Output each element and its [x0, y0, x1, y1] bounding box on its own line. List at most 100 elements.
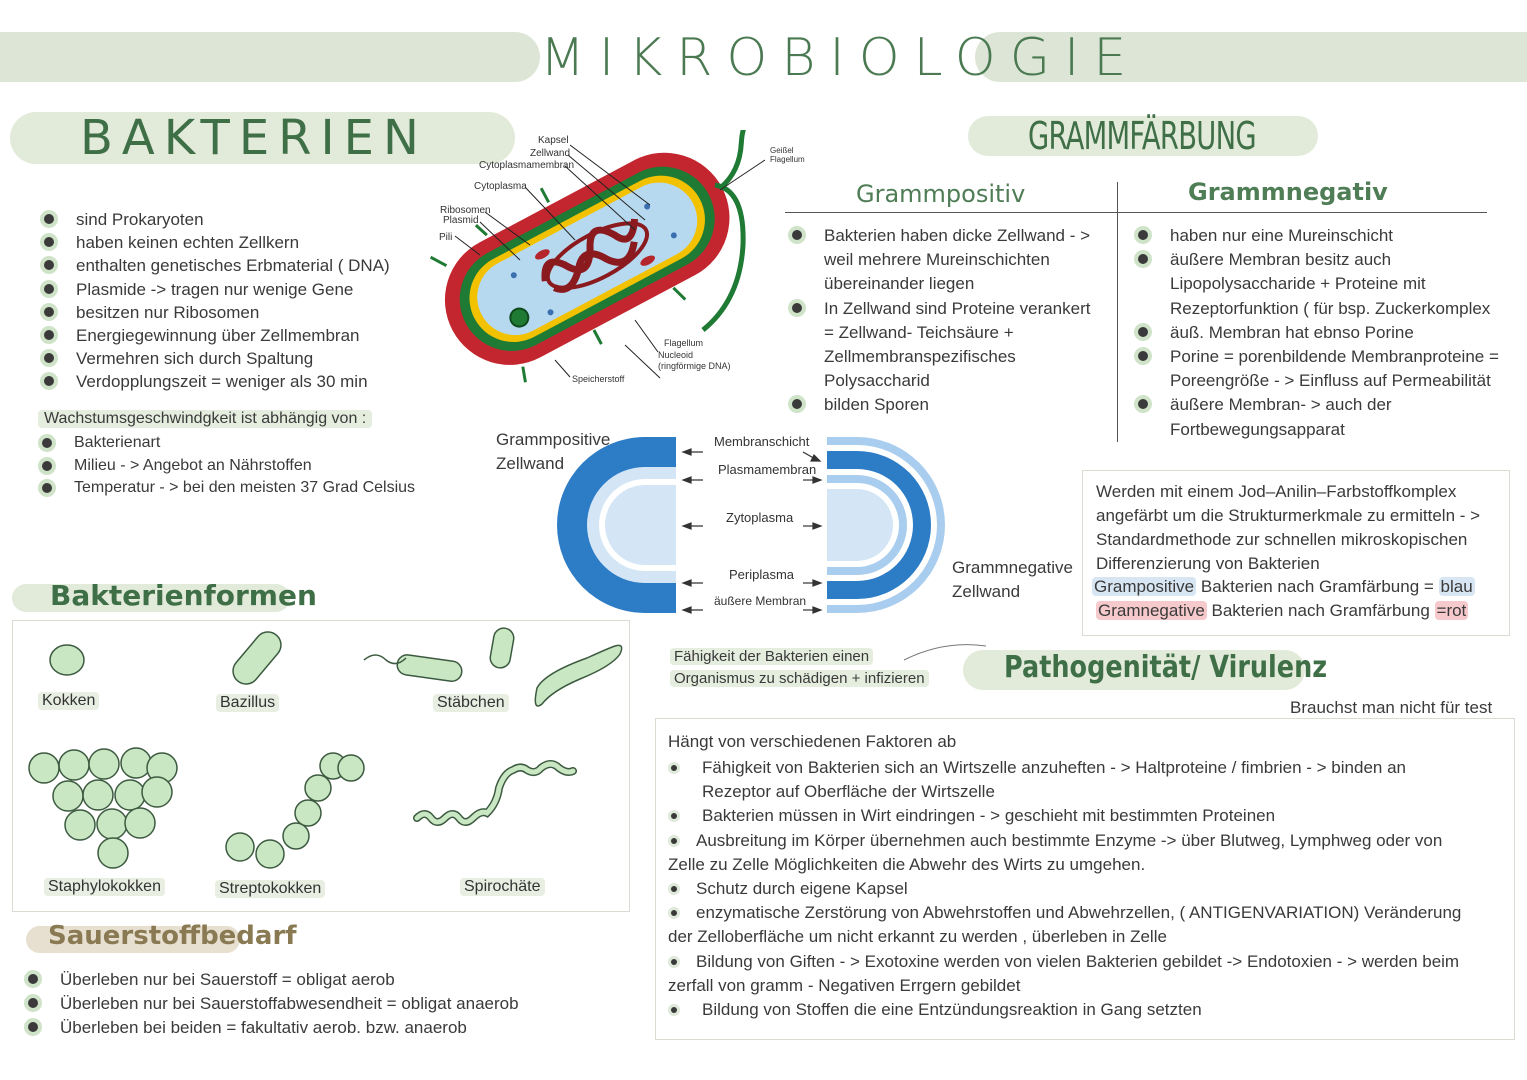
- pathogen-line-text: Zelle zu Zelle Möglichkeiten die Abwehr …: [668, 854, 1146, 874]
- grampositiv-term: Grampositive: [1092, 577, 1197, 596]
- grampositiv-result: Grampositive Bakterien nach Gramfärbung …: [1092, 577, 1475, 597]
- grammpositiv-heading: Grammpositiv: [856, 180, 1026, 208]
- label-zellwand: Zellwand: [530, 148, 571, 159]
- bullet-dot: [1138, 399, 1148, 410]
- wachstum-heading: Wachstumsgeschwindgkeit ist abhängig von…: [38, 410, 373, 428]
- sauerstoff-text: Überleben nur bei Sauerstoffabwesendheit…: [60, 994, 519, 1013]
- bullet-dot: [44, 283, 54, 294]
- pathogen-line: Rezeptor auf Oberfläche der Wirtszelle: [668, 780, 1461, 804]
- pathogen-line: Bildung von Giften - > Exotoxine werden …: [668, 950, 1461, 974]
- formen-box: [12, 620, 630, 912]
- bacterium-cell-diagram: [429, 130, 766, 383]
- grammnegativ-line: Rezeptorfunktion ( für bsp. Zuckerkomple…: [1134, 297, 1499, 321]
- gramnegativ-term: Gramnegative: [1096, 601, 1207, 620]
- gramnegativ-result-text: Bakterien nach Gramfärbung: [1206, 601, 1435, 620]
- grammnegativ-text: äußere Membran besitz auch: [1170, 250, 1392, 270]
- bakterien-header-pill: [10, 112, 515, 164]
- grammnegativ-list: haben nur eine Mureinschicht äußere Membr…: [1134, 224, 1499, 442]
- label-kapsel: Kapsel: [538, 135, 569, 146]
- pathogen-line-text: enzymatische Zerstörung von Abwehrstoffe…: [696, 903, 1462, 923]
- grammnegativ-text: haben nur eine Mureinschicht: [1170, 226, 1394, 245]
- title-band-left: [0, 32, 540, 82]
- grammpositiv-line: übereinander liegen: [788, 272, 1090, 296]
- formen-header-pill: [12, 584, 290, 612]
- bakterien-text: sind Prokaryoten: [76, 210, 204, 229]
- bakterien-item: haben keinen echten Zellkern: [40, 231, 390, 254]
- label-plasmid: Plasmid: [443, 215, 479, 226]
- gp-wall-label-1: Grammpositive: [496, 430, 611, 449]
- grammpositiv-line: = Zellwand- Teichsäure +: [788, 321, 1090, 345]
- sauerstoff-heading: Sauerstoffbedarf: [48, 921, 297, 951]
- blau-term: blau: [1438, 577, 1475, 596]
- pathogen-lines: Fähigkeit von Bakterien sich an Wirtszel…: [668, 756, 1461, 1022]
- wachstum-item: Bakterienart: [38, 432, 415, 455]
- cell-wall-diagram: [557, 437, 945, 614]
- label-ringfoermige-dna: (ringförmige DNA): [658, 361, 731, 371]
- gramnegativ-result: Gramnegative Bakterien nach Gramfärbung …: [1096, 601, 1469, 621]
- bullet-dot: [671, 765, 677, 771]
- title-band-right: [975, 32, 1527, 82]
- gramm-info-line: Differenzierung von Bakterien: [1096, 554, 1320, 573]
- pathogen-line: Zelle zu Zelle Möglichkeiten die Abwehr …: [668, 853, 1461, 877]
- grammpositiv-text: weil mehrere Mureinschichten: [824, 250, 1050, 270]
- gramm-divider-horizontal: [785, 212, 1487, 213]
- grammnegativ-line: äußere Membran besitz auch: [1134, 248, 1499, 272]
- label-staebchen: Stäbchen: [433, 694, 509, 712]
- bakterien-item: Energiegewinnung über Zellmembran: [40, 324, 390, 347]
- pathogen-line: Bakterien müssen in Wirt eindringen - > …: [668, 804, 1461, 828]
- grammpositiv-text: = Zellwand- Teichsäure +: [824, 322, 1014, 342]
- pathogen-line-text: der Zelloberfläche um nicht erkannt zu w…: [668, 927, 1167, 947]
- bakterien-text: Energiegewinnung über Zellmembran: [76, 326, 360, 346]
- bakterien-item: sind Prokaryoten: [40, 208, 390, 231]
- bullet-dot: [44, 376, 54, 387]
- grammpositiv-line: bilden Sporen: [788, 393, 1090, 417]
- pathogen-definition-2: Organismus zu schädigen + infizieren: [670, 670, 929, 687]
- pathogen-line-text: zerfall von gramm - Negativen Errgern ge…: [668, 975, 1021, 995]
- grampositiv-result-text: Bakterien nach Gramfärbung =: [1196, 577, 1439, 596]
- wall-layer-label: äußere Membran: [714, 594, 807, 608]
- bakterien-item: enthalten genetisches Erbmaterial ( DNA): [40, 254, 390, 277]
- grammnegativ-line: Porine = porenbildende Membranproteine =: [1134, 345, 1499, 369]
- wall-layer-label: Membranschicht: [714, 434, 810, 449]
- grammnegativ-heading: Grammnegativ: [1188, 178, 1388, 206]
- bullet-dot: [44, 353, 54, 364]
- bazillus-shape: [232, 631, 282, 685]
- grammpositiv-line: Zellmembranspezifisches: [788, 345, 1090, 369]
- gramm-divider-vertical: [1117, 182, 1118, 442]
- bakterien-item: Vermehren sich durch Spaltung: [40, 347, 390, 370]
- bullet-dot: [1138, 254, 1148, 265]
- label-flagellum: Flagellum: [664, 338, 704, 348]
- wall-layer-label: Periplasma: [729, 567, 795, 582]
- pathogen-line-text: Schutz durch eigene Kapsel: [696, 879, 908, 899]
- grammnegativ-text: Poreengröße - > Einfluss auf Permeabilit…: [1170, 371, 1491, 391]
- grammpositiv-text: Polysaccharid: [824, 371, 930, 391]
- grammpositiv-line: Polysaccharid: [788, 369, 1090, 393]
- sauerstoff-item: Überleben nur bei Sauerstoff = obligat a…: [24, 968, 519, 992]
- sauerstoff-header-pill: [26, 926, 240, 953]
- grammnegativ-line: Lipopolysaccharide + Proteine mit: [1134, 272, 1499, 296]
- bullet-dot: [42, 438, 52, 448]
- bullet-dot: [44, 214, 54, 224]
- pathogen-line-text: Bakterien müssen in Wirt eindringen - > …: [702, 806, 1276, 826]
- gramm-info-box: [1082, 470, 1510, 636]
- label-geissel: Geißel: [770, 146, 794, 155]
- bullet-dot: [42, 483, 52, 493]
- grammpositiv-line: Bakterien haben dicke Zellwand - >: [788, 224, 1090, 248]
- grammpositiv-line: In Zellwand sind Proteine verankert: [788, 297, 1090, 321]
- bullet-dot: [44, 260, 54, 271]
- pathogen-line-text: Fähigkeit von Bakterien sich an Wirtszel…: [702, 758, 1406, 777]
- rot-term: =rot: [1434, 601, 1469, 620]
- bullet-dot: [671, 910, 677, 917]
- formen-heading: Bakterienformen: [50, 579, 317, 612]
- wachstum-item: Temperatur - > bei den meisten 37 Grad C…: [38, 477, 415, 500]
- bakterien-heading: BAKTERIEN: [80, 110, 428, 166]
- pathogen-line-text: Bildung von Stoffen die eine Entzündungs…: [702, 1000, 1202, 1020]
- grammnegativ-line: äuß. Membran hat ebnso Porine: [1134, 321, 1499, 345]
- pathogen-heading: Pathogenität/ Virulenz: [1004, 650, 1328, 685]
- label-cytoplasma: Cytoplasma: [474, 181, 527, 192]
- pathogen-line: enzymatische Zerstörung von Abwehrstoffe…: [668, 901, 1461, 925]
- kokken-shape: [49, 644, 85, 676]
- bullet-dot: [44, 330, 54, 341]
- gn-wall-label-2: Zellwand: [952, 582, 1021, 601]
